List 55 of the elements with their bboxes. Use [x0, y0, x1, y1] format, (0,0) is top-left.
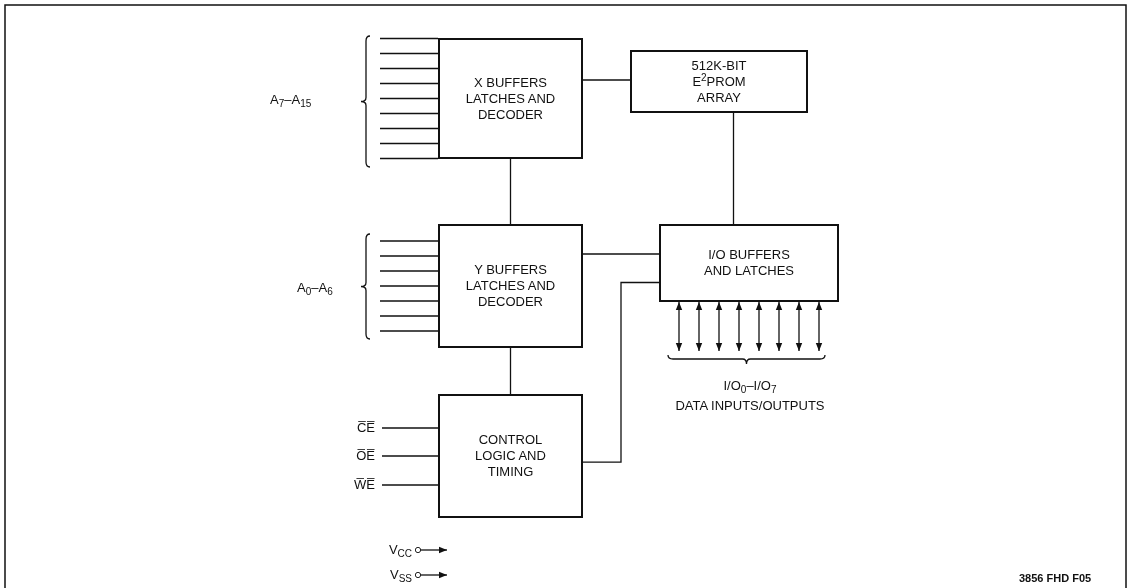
signal-line — [379, 37, 439, 40]
arrow — [414, 571, 448, 579]
signal-line — [379, 240, 439, 242]
signal-line — [379, 285, 439, 287]
signal-line — [379, 157, 439, 160]
signal-label: DATA INPUTS/OUTPUTS — [675, 398, 825, 414]
signal-label: I/O$_{0}$–I/O$_{7}$ — [723, 378, 777, 394]
figure-code: 3856 FHD F05 — [1019, 571, 1092, 586]
connector-line — [582, 253, 660, 255]
signal-line — [379, 330, 439, 332]
double-arrow — [795, 301, 803, 352]
double-arrow — [715, 301, 723, 352]
connector-line — [732, 112, 735, 225]
signal-line — [379, 97, 439, 100]
block-box — [659, 224, 839, 302]
signal-line — [379, 142, 439, 145]
arrow — [414, 546, 448, 554]
signal-line — [379, 315, 439, 317]
double-arrow — [735, 301, 743, 352]
block-label: CONTROL LOGIC AND TIMING — [474, 432, 547, 480]
connector-line — [509, 158, 512, 225]
pin-label: V$_{CC}$ — [388, 542, 412, 558]
block-box — [630, 50, 808, 113]
connector-line — [582, 281, 660, 463]
block-box — [438, 224, 583, 348]
connector-line — [381, 455, 439, 457]
signal-line — [379, 112, 439, 115]
signal-line — [379, 270, 439, 272]
signal-label: A$_{0}$–A$_{6}$ — [297, 280, 333, 296]
block-label: Y BUFFERS LATCHES AND DECODER — [464, 262, 557, 310]
block-box — [438, 38, 583, 159]
signal-line — [379, 127, 439, 130]
signal-line — [379, 82, 439, 85]
double-arrow — [675, 301, 683, 352]
block-label: I/O BUFFERS AND LATCHES — [702, 247, 796, 279]
double-arrow — [755, 301, 763, 352]
pin-label: W̅E̅ — [354, 477, 375, 493]
pin-label: C̅E̅ — [356, 420, 375, 436]
signal-line — [379, 67, 439, 70]
double-arrow — [775, 301, 783, 352]
connector-line — [381, 427, 439, 429]
double-arrow — [815, 301, 823, 352]
signal-line — [379, 52, 439, 55]
pin-label: V$_{SS}$ — [390, 567, 412, 583]
connector-line — [582, 79, 631, 81]
pin-label: O̅E̅ — [356, 448, 375, 464]
signal-line — [379, 255, 439, 257]
signal-line — [379, 300, 439, 302]
connector-line — [381, 484, 439, 486]
block-box — [438, 394, 583, 518]
block-label: 512K-BIT E$^{2}$PROM ARRAY — [690, 57, 748, 106]
signal-label: A$_{7}$–A$_{15}$ — [270, 92, 312, 108]
double-arrow — [695, 301, 703, 352]
block-label: X BUFFERS LATCHES AND DECODER — [464, 74, 557, 123]
connector-line — [509, 347, 512, 395]
